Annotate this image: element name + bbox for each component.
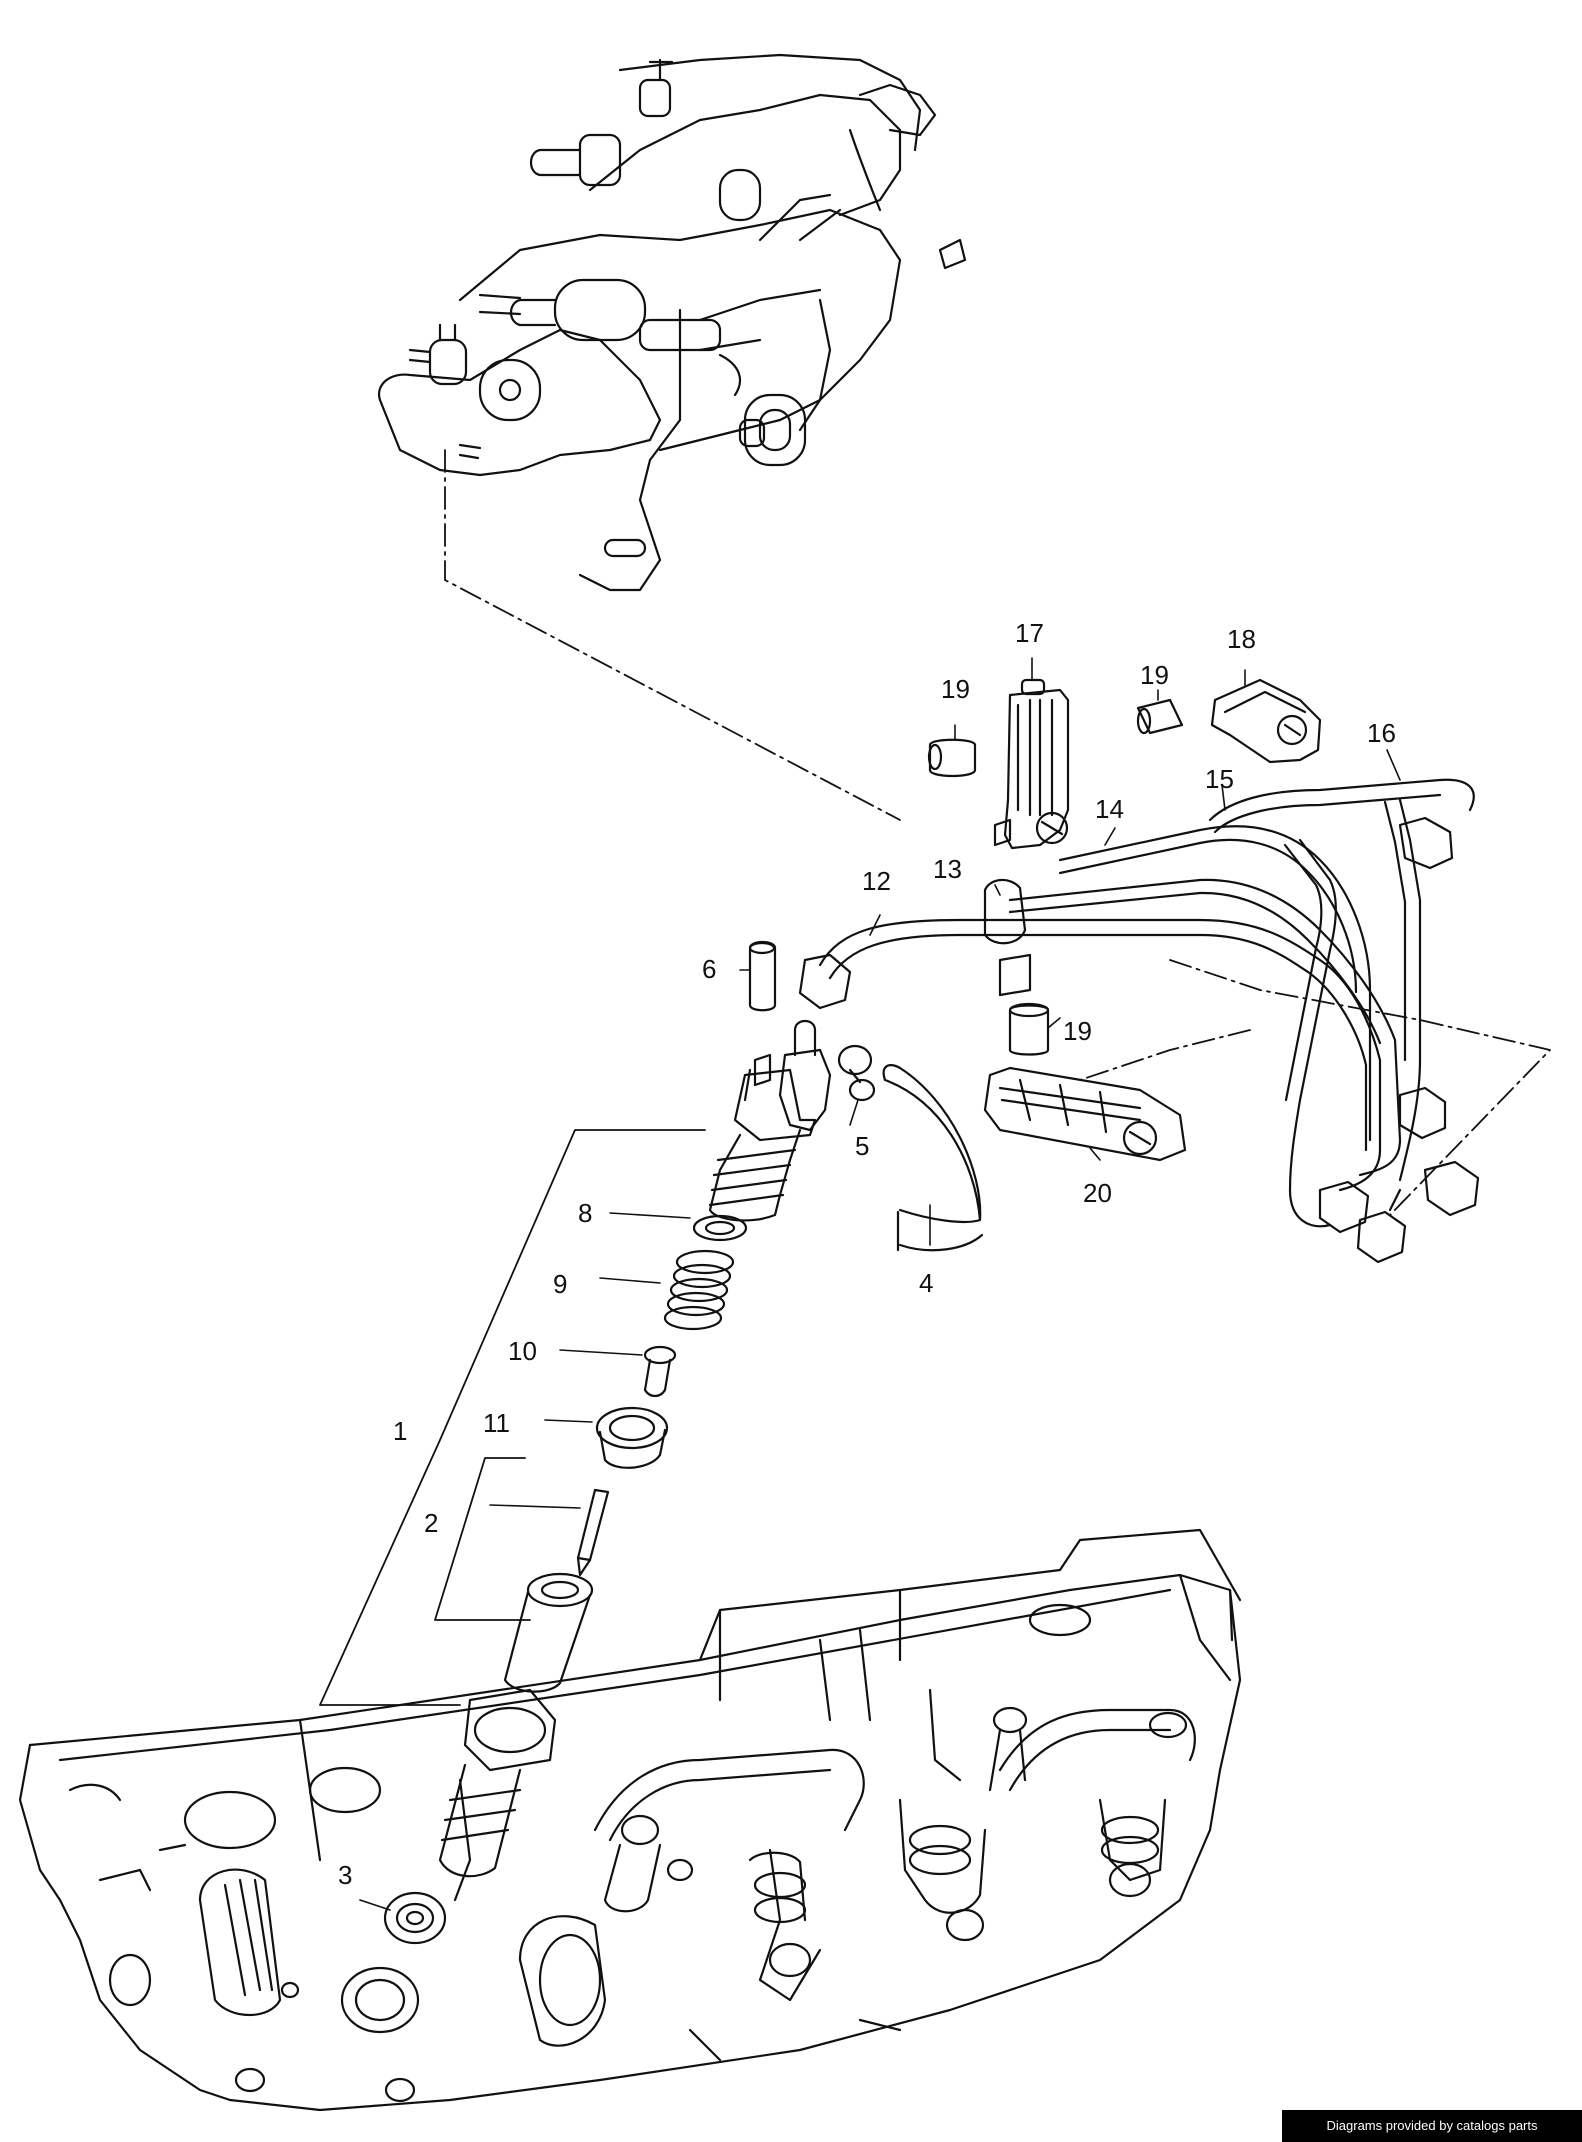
callout-4: 4 xyxy=(919,1268,933,1298)
injection-pump xyxy=(377,53,967,592)
heat-shield-3 xyxy=(383,1891,447,1945)
clamp-20 xyxy=(983,1066,1187,1162)
washer-8 xyxy=(704,1220,736,1236)
needle-2 xyxy=(576,1488,610,1577)
callout-15: 15 xyxy=(1205,764,1234,794)
leader-lines xyxy=(359,657,1401,1911)
assembly-leader-line xyxy=(1169,959,1551,1216)
group-bracket-1 xyxy=(319,1129,706,1706)
washer-8 xyxy=(692,1214,748,1242)
group-bracket-2 xyxy=(434,1457,531,1621)
injector-pipes xyxy=(798,778,1480,1264)
clamp-holder-17 xyxy=(993,678,1070,850)
sleeve-19-lower xyxy=(1008,1002,1050,1056)
cylinder-head xyxy=(18,1528,1242,2112)
callout-14: 14 xyxy=(1095,794,1124,824)
spacer-10 xyxy=(643,1345,677,1398)
callout-18: 18 xyxy=(1227,624,1256,654)
callout-12: 12 xyxy=(862,866,891,896)
callout-19-right: 19 xyxy=(1140,660,1169,690)
rod-6 xyxy=(748,940,777,1012)
pipe-clamp-13 xyxy=(983,878,1027,945)
callout-6: 6 xyxy=(702,954,716,984)
callout-20: 20 xyxy=(1083,1178,1112,1208)
leak-off-hose-4 xyxy=(882,1064,984,1252)
nozzle-body-2 xyxy=(503,1572,594,1693)
assembly-leader-line xyxy=(444,449,901,821)
callout-8: 8 xyxy=(578,1198,592,1228)
spring-9 xyxy=(663,1249,735,1331)
callout-labels: 1 2 3 4 5 6 8 9 10 11 12 13 14 15 16 17 … xyxy=(338,618,1396,1890)
callout-17: 17 xyxy=(1015,618,1044,648)
diagram-credit-badge: Diagrams provided by catalogs parts xyxy=(1282,2110,1582,2142)
callout-19-left: 19 xyxy=(941,674,970,704)
callout-10: 10 xyxy=(508,1336,537,1366)
hose-clip-5 xyxy=(837,1044,876,1102)
sleeve-19-right xyxy=(1136,698,1184,735)
nozzle-nut xyxy=(438,1688,557,1878)
callout-16: 16 xyxy=(1367,718,1396,748)
sleeve-19-left xyxy=(927,738,977,778)
clamp-18 xyxy=(1210,678,1322,764)
callout-11: 11 xyxy=(483,1408,510,1438)
assembly-leader-line xyxy=(1079,1029,1251,1081)
callout-9: 9 xyxy=(553,1269,567,1299)
seal-11 xyxy=(595,1406,669,1469)
pipe-clamp-13 xyxy=(998,953,1032,997)
callout-2: 2 xyxy=(424,1508,438,1538)
injector-1 xyxy=(708,1019,832,1222)
callout-1: 1 xyxy=(393,1416,407,1446)
callout-5: 5 xyxy=(855,1131,869,1161)
callout-19-lower: 19 xyxy=(1063,1016,1092,1046)
callout-3: 3 xyxy=(338,1860,352,1890)
callout-13: 13 xyxy=(933,854,962,884)
